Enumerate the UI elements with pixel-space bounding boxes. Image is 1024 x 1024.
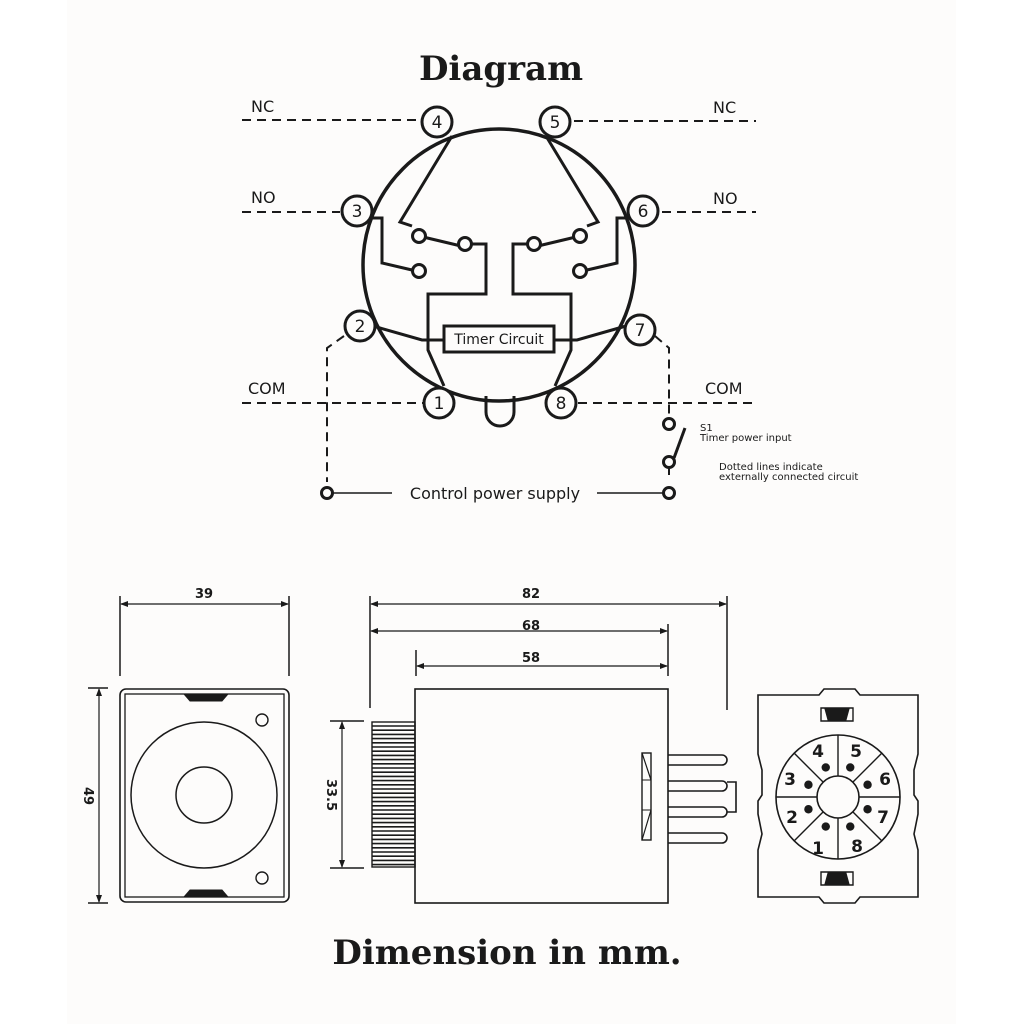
key-tab xyxy=(484,396,516,428)
note-line-1: Dotted lines indicate xyxy=(719,462,823,473)
dim-58-label: 58 xyxy=(522,651,540,666)
switch-s1 xyxy=(662,417,687,469)
dimension-title: Dimension in mm. xyxy=(332,933,681,973)
switch-description: Timer power input xyxy=(699,433,792,444)
pin-3-label: 3 xyxy=(352,202,363,222)
relay-body-side xyxy=(414,688,669,904)
socket-divider xyxy=(793,811,824,842)
terminal-pins xyxy=(668,754,737,844)
socket-hole xyxy=(804,805,813,814)
com-right-label: COM xyxy=(705,379,743,398)
no-right-label: NO xyxy=(713,189,738,208)
pin-8-label: 8 xyxy=(556,394,567,414)
dim-39-label: 39 xyxy=(195,587,213,602)
dim-33-5-label: 33.5 xyxy=(323,779,338,811)
pin-4-label: 4 xyxy=(432,113,443,133)
relay-body-circle xyxy=(361,127,637,403)
external-dashed-lines xyxy=(242,119,756,482)
socket-hole xyxy=(863,780,872,789)
switch-id-label: S1 xyxy=(700,423,713,434)
socket-hole xyxy=(821,763,830,772)
socket-pin-5: 5 xyxy=(850,742,862,762)
socket-pin-4: 4 xyxy=(812,742,824,762)
socket-hole xyxy=(846,822,855,831)
pin-7-label: 7 xyxy=(635,321,646,341)
side-view xyxy=(330,596,737,904)
nc-left-label: NC xyxy=(251,97,274,116)
no-left-label: NO xyxy=(251,188,276,207)
dim-82-label: 82 xyxy=(522,587,540,602)
timer-circuit-label: Timer Circuit xyxy=(453,332,544,348)
pin-1-label: 1 xyxy=(434,394,445,414)
socket-hole xyxy=(821,822,830,831)
socket-hole xyxy=(863,805,872,814)
socket-pin-7: 7 xyxy=(877,808,889,828)
com-left-label: COM xyxy=(248,379,286,398)
pin-numbers: 1 2 3 4 5 6 7 8 xyxy=(352,113,649,414)
timer-circuit-box xyxy=(442,324,556,354)
socket-hole xyxy=(804,780,813,789)
socket-view xyxy=(757,688,919,904)
nc-right-label: NC xyxy=(713,98,736,117)
socket-pin-numbers: 1 2 3 4 5 6 7 8 xyxy=(784,742,891,859)
front-view xyxy=(88,596,290,904)
socket-pin-2: 2 xyxy=(786,808,798,828)
supply-terminal-left xyxy=(320,486,334,500)
diagram-title: Diagram xyxy=(419,49,583,89)
wiring-diagram xyxy=(242,105,756,500)
socket-divider xyxy=(793,752,824,783)
socket-pin-1: 1 xyxy=(812,839,824,859)
background-panel xyxy=(67,0,956,1024)
control-power-supply-label: Control power supply xyxy=(410,484,580,503)
knob-knurled xyxy=(371,721,416,868)
socket-divider xyxy=(852,752,883,783)
dim-68-label: 68 xyxy=(522,619,540,634)
socket-hole xyxy=(846,763,855,772)
pin-5-label: 5 xyxy=(550,113,561,133)
supply-terminal-right xyxy=(662,486,676,500)
knob-dial xyxy=(130,721,278,869)
dim-49-label: 49 xyxy=(80,787,95,805)
socket-pin-6: 6 xyxy=(879,770,891,790)
pin-2-label: 2 xyxy=(355,317,366,337)
socket-divider xyxy=(852,811,883,842)
pin-6-label: 6 xyxy=(638,202,649,222)
note-line-2: externally connected circuit xyxy=(719,472,858,483)
socket-pin-8: 8 xyxy=(851,837,863,857)
socket-pin-3: 3 xyxy=(784,770,796,790)
